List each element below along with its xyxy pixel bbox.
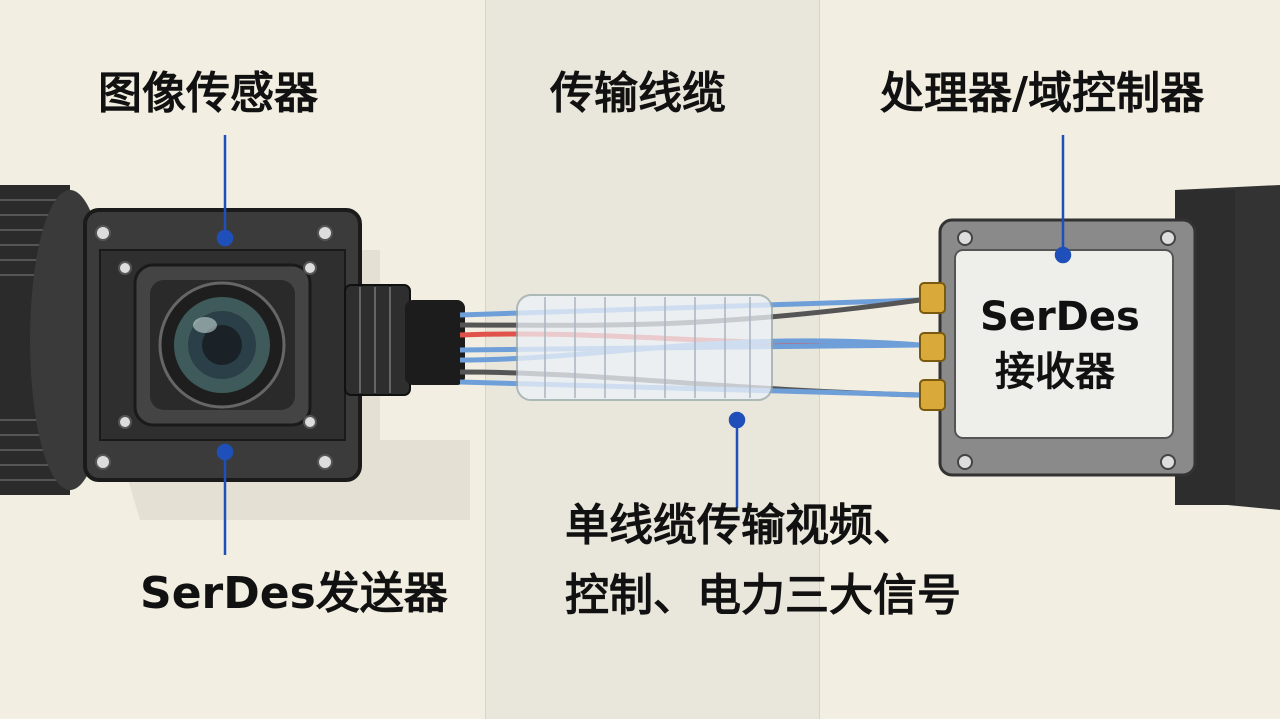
- camera-module: [0, 185, 465, 495]
- processor-label: 处理器/域控制器: [880, 68, 1205, 119]
- cable-label: 传输线缆: [550, 68, 726, 119]
- receiver-label-line1: SerDes: [980, 294, 1140, 340]
- receiver-module: [919, 185, 1280, 510]
- signal-label-line1: 单线缆传输视频、: [565, 500, 917, 551]
- cable-sleeve: [516, 294, 773, 401]
- pointer-lines: [216, 135, 1072, 555]
- gold-connectors: [919, 282, 946, 411]
- transmitter-label: SerDes发送器: [140, 568, 448, 619]
- receiver-label-line2: 接收器: [995, 349, 1115, 395]
- image-sensor-label: 图像传感器: [98, 68, 318, 119]
- signal-label-line2: 控制、电力三大信号: [565, 570, 961, 621]
